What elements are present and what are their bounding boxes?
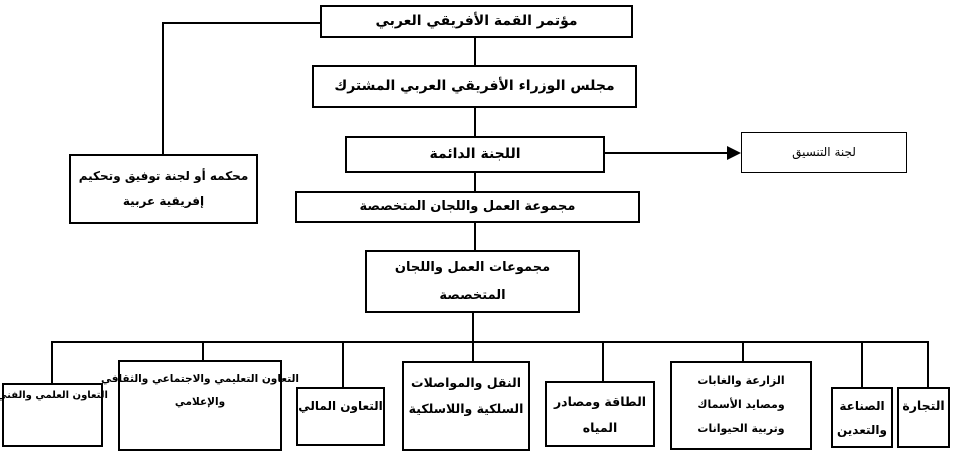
node-label-line2: ومصايد الأسماك: [697, 398, 785, 412]
connector-drop-education: [202, 341, 204, 360]
node-committee-scientific: التعاون العلمي والفني: [0, 383, 108, 447]
connector-workgroup-workgroups: [474, 223, 476, 250]
node-label: اللجنة الدائمة: [429, 146, 521, 163]
connector-summit-council: [474, 38, 476, 65]
node-label-line1: مجموعات العمل واللجان: [394, 260, 551, 276]
node-working-group: مجموعة العمل واللجان المتخصصة: [295, 191, 640, 223]
node-committee-energy: الطاقة ومصادر المياه: [545, 381, 655, 447]
node-label-line2: المياه: [582, 420, 618, 436]
node-label-line3: وتربية الحيوانات: [697, 422, 785, 436]
connector-workgroups-to-bus: [472, 313, 474, 361]
node-label-line1: محكمه أو لجنة توفيق وتحكيم: [78, 168, 249, 183]
node-label-line1: النقل والمواصلات: [411, 375, 521, 390]
connector-drop-trade: [927, 341, 929, 387]
node-label-line2: والإعلامي: [174, 396, 226, 409]
node-label-line1: الزارعة والغابات: [697, 374, 785, 387]
node-label-line2: السلكية واللاسلكية: [408, 401, 524, 417]
node-label: مجلس الوزراء الأفريقي العربي المشترك: [334, 78, 615, 95]
connector-drop-energy: [602, 341, 604, 381]
node-ministerial-council: مجلس الوزراء الأفريقي العربي المشترك: [312, 65, 637, 108]
node-label-line1: التعاون التعليمي والاجتماعي والثقافي: [100, 373, 300, 385]
node-committee-transport: النقل والمواصلات السلكية واللاسلكية: [402, 361, 530, 451]
node-coordination-committee: لجنة التنسيق: [741, 132, 907, 173]
connector-distribution-bus: [52, 341, 929, 343]
node-label: التعاون المالي: [298, 399, 383, 413]
connector-drop-scientific: [51, 341, 53, 383]
node-label-line1: الصناعة: [839, 399, 885, 413]
node-label-line2: المتخصصة: [439, 287, 506, 303]
connector-drop-industry: [861, 341, 863, 387]
connector-standing-coordination: [605, 152, 730, 154]
node-label: مجموعة العمل واللجان المتخصصة: [359, 199, 576, 215]
connector-drop-agriculture: [742, 341, 744, 361]
node-committee-agriculture: الزارعة والغابات ومصايد الأسماك وتربية ا…: [670, 361, 812, 450]
node-committee-education: التعاون التعليمي والاجتماعي والثقافي وال…: [101, 360, 299, 451]
node-standing-committee: اللجنة الدائمة: [345, 136, 605, 173]
node-label-line2: إفريقية عربية: [122, 194, 205, 208]
node-label: لجنة التنسيق: [792, 145, 856, 160]
node-arbitration-court: محكمه أو لجنة توفيق وتحكيم إفريقية عربية: [69, 154, 258, 224]
node-label-line1: الطاقة ومصادر: [553, 394, 647, 409]
node-label-line2: والتعدين: [837, 423, 887, 437]
connector-council-standing: [474, 108, 476, 136]
node-committee-industry: الصناعة والتعدين: [831, 387, 893, 448]
connector-drop-financial: [342, 341, 344, 387]
node-committee-financial: التعاون المالي: [296, 387, 385, 446]
node-label: التعاون العلمي والفني: [0, 390, 108, 401]
node-committee-trade: التجارة: [897, 387, 950, 448]
connector-court-horizontal: [162, 22, 320, 24]
connector-court-vertical: [162, 22, 164, 154]
node-summit-conference: مؤتمر القمة الأفريقي العربي: [320, 5, 633, 38]
node-label: التجارة: [902, 398, 945, 413]
node-label: مؤتمر القمة الأفريقي العربي: [375, 13, 578, 30]
node-working-groups: مجموعات العمل واللجان المتخصصة: [365, 250, 580, 313]
arrowhead-icon: [727, 146, 741, 160]
connector-standing-workgroup: [474, 173, 476, 191]
